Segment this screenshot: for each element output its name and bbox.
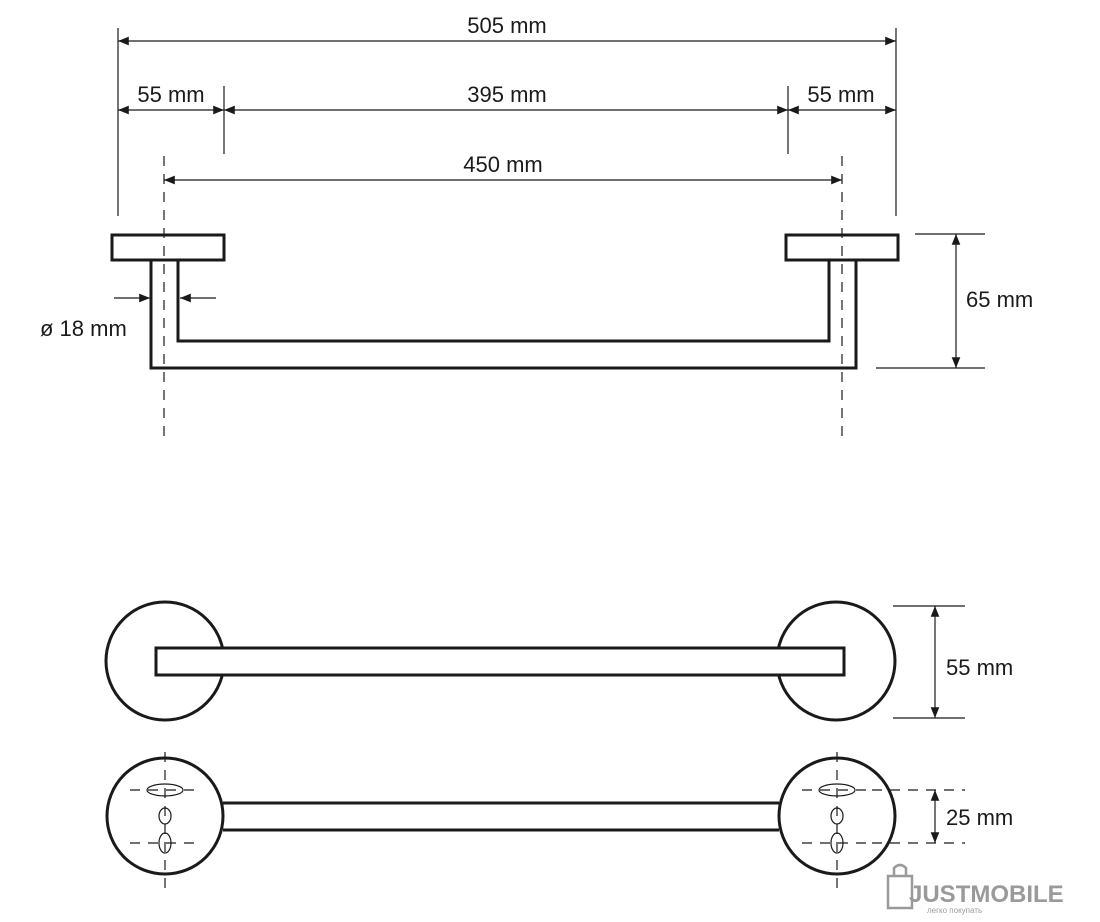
front-view: 55 mm: [104, 600, 1013, 722]
right-bottom-hole: [830, 832, 844, 854]
dim-label-tube-diameter: ø 18 mm: [40, 316, 127, 341]
dim-label-inner-span: 395 mm: [467, 82, 546, 107]
right-screw-hole: [830, 807, 844, 825]
shopping-bag-icon: [886, 863, 914, 910]
dim-label-center-distance: 450 mm: [463, 152, 542, 177]
towel-bar-back: [223, 801, 779, 832]
right-keyhole-slot: [818, 783, 856, 797]
towel-bar-profile: [149, 260, 858, 370]
logo-brand: JUSTMOBILE: [909, 881, 1064, 908]
side-view: 505 mm 55 mm 395 mm 55 mm 450 mm ø 18 mm…: [40, 13, 1033, 440]
brand-logo: JUSTMOBILE легко покупать: [886, 863, 1064, 915]
left-keyhole-slot: [146, 783, 184, 797]
right-flange: [784, 233, 900, 262]
left-screw-hole: [158, 807, 172, 825]
dim-label-depth: 65 mm: [966, 287, 1033, 312]
dim-label-holes: 25 mm: [946, 805, 1013, 830]
left-bottom-hole: [158, 832, 172, 854]
dim-label-rosette: 55 mm: [946, 655, 1013, 680]
left-flange: [110, 233, 226, 262]
logo-tagline: легко покупать: [927, 906, 982, 915]
dim-label-overall: 505 mm: [467, 13, 546, 38]
mounting-view: 25 mm: [105, 752, 1013, 892]
dim-label-left-flange: 55 mm: [137, 82, 204, 107]
dim-label-right-flange: 55 mm: [807, 82, 874, 107]
towel-bar-front: [154, 646, 846, 677]
